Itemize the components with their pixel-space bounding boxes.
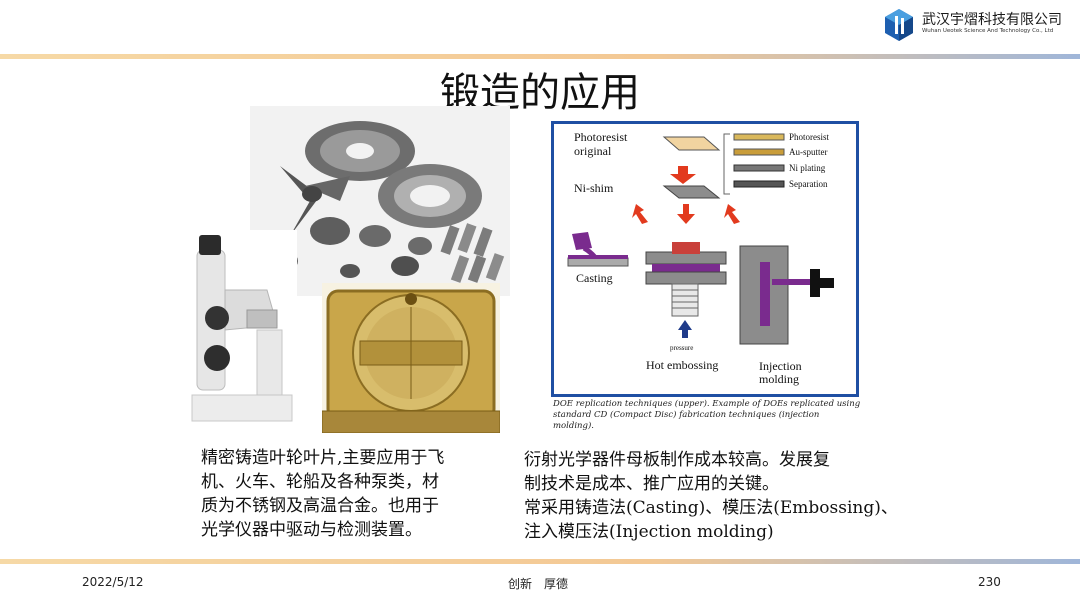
step-photoresist: Photoresist [789, 132, 830, 142]
left-caption-line: 质为不锈钢及高温合金。也用于 [201, 496, 439, 516]
bottom-band [0, 559, 1080, 564]
brass-instrument-photo [322, 283, 500, 433]
doe-replication-diagram: Photoresist original Ni-shim Photoresist… [551, 121, 859, 397]
injection-label-2: molding [759, 372, 799, 386]
company-name-en: Wuhan Ueotek Science And Technology Co.,… [922, 28, 1054, 34]
top-band [0, 54, 1080, 59]
diagram-caption: DOE replication techniques (upper). Exam… [553, 399, 861, 431]
arrow-down-icon [677, 204, 695, 224]
right-caption: 衍射光学器件母板制作成本较高。发展复 制技术是成本、推广应用的关键。 常采用铸造… [524, 448, 898, 544]
right-caption-line: 制技术是成本、推广应用的关键。 [524, 474, 779, 494]
photoresist-original-label: Photoresist [574, 130, 628, 144]
step-separation: Separation [789, 179, 828, 189]
casting-label: Casting [576, 271, 613, 285]
right-caption-line: 衍射光学器件母板制作成本较高。发展复 [524, 450, 830, 470]
company-logo-icon [885, 9, 913, 41]
casting-pour-icon [572, 232, 592, 250]
ni-shim-label: Ni-shim [574, 181, 614, 195]
left-caption-line: 机、火车、轮船及各种泵类，材 [201, 472, 439, 492]
injection-label-1: Injection [759, 359, 802, 373]
strip-au [733, 148, 785, 156]
footer-date: 2022/5/12 [82, 575, 144, 589]
strip-photoresist [733, 133, 785, 141]
footer-page-number: 230 [978, 575, 1001, 589]
left-caption-line: 光学仪器中驱动与检测装置。 [201, 520, 422, 540]
arrow-left-icon [632, 204, 648, 224]
pressure-label: pressure [670, 344, 693, 352]
refractometer-photo [187, 230, 297, 425]
pressure-arrow-icon [678, 320, 692, 338]
left-caption: 精密铸造叶轮叶片,主要应用于飞 机、火车、轮船及各种泵类，材 质为不锈钢及高温合… [201, 446, 444, 542]
arrow-right-icon [724, 204, 740, 224]
footer-motto: 创新 厚德 [508, 577, 569, 591]
right-caption-line: 注入模压法(Injection molding) [524, 522, 774, 542]
photoresist-original-label-2: original [574, 144, 612, 158]
hot-embossing-label: Hot embossing [646, 358, 718, 372]
strip-separation [733, 180, 785, 188]
strip-ni [733, 164, 785, 172]
step-ni-plating: Ni plating [789, 163, 826, 173]
photoresist-original-text: Photoresist [574, 130, 628, 144]
company-name-cn: 武汉宇熠科技有限公司 [922, 12, 1062, 28]
step-au-sputter: Au-sputter [789, 147, 828, 157]
left-caption-line: 精密铸造叶轮叶片,主要应用于飞 [201, 448, 445, 468]
impeller-parts-photo [250, 106, 510, 296]
right-caption-line: 常采用铸造法(Casting)、模压法(Embossing)、 [524, 498, 898, 518]
